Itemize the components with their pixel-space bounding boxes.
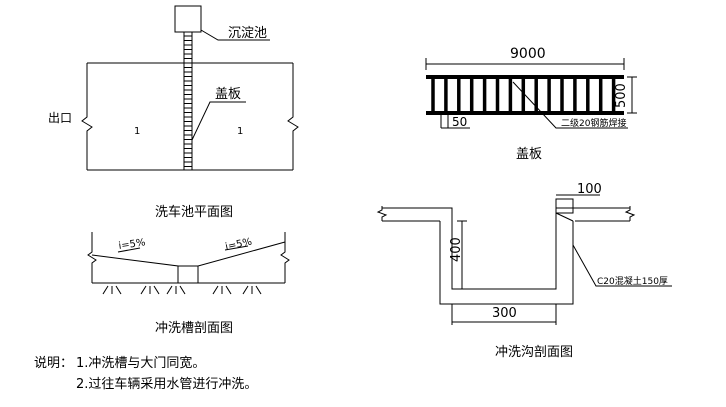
- ditch-cap: [555, 198, 574, 214]
- trough-section-view: i=5% i=5% 冲洗槽剖面图: [87, 232, 290, 336]
- trough-title: 冲洗槽剖面图: [155, 321, 233, 336]
- sediment-tank-leader: [200, 29, 270, 41]
- notes-prefix: 说明：: [34, 356, 73, 371]
- cover-height-dim: 500: [614, 83, 629, 108]
- trough-slope-right: i=5%: [224, 237, 253, 253]
- sediment-tank-label: 沉淀池: [228, 26, 267, 41]
- ditch-title: 冲洗沟剖面图: [495, 345, 573, 360]
- ditch-inner: [440, 207, 557, 290]
- cover-width-dim: 9000: [510, 46, 546, 62]
- cover-spacing-dim: 50: [452, 115, 467, 129]
- plan-outline: [81, 62, 299, 171]
- cover-title: 盖板: [516, 147, 542, 162]
- trough-soil-hatch: [102, 285, 262, 295]
- plan-ladder-channel: [183, 32, 193, 170]
- plan-view: 沉淀池 盖板 出口 1 1 洗车池平面图: [48, 5, 299, 220]
- notes: 说明： 1.冲洗槽与大门同宽。 2.过往车辆采用水管进行冲洗。: [34, 355, 257, 392]
- cover-leader: [191, 101, 246, 141]
- notes-line2: 2.过往车辆采用水管进行冲洗。: [76, 376, 257, 392]
- concrete-note: C20混凝土150厚: [597, 275, 668, 287]
- plan-cover-label: 盖板: [215, 87, 241, 102]
- rebar-note: 二级20钢筋焊接: [561, 117, 626, 129]
- plan-title: 洗车池平面图: [155, 204, 233, 220]
- ditch-width-dim: 300: [492, 306, 517, 321]
- cover-rungs: [431, 77, 616, 113]
- ditch-section-view: 100 400 300 C20混凝土150厚 冲洗沟剖面图: [376, 182, 672, 360]
- sediment-tank: [174, 5, 202, 33]
- trough-slope-left: i=5%: [118, 237, 146, 252]
- plan-slope-left: 1: [134, 126, 140, 137]
- outlet-label: 出口: [48, 111, 72, 125]
- ditch-outer: [439, 221, 574, 305]
- ditch-depth-dim: 400: [449, 237, 464, 262]
- trough-left-slope: [91, 254, 179, 283]
- notes-line1: 1.冲洗槽与大门同宽。: [76, 355, 205, 371]
- cover-plate-view: 9000 500 50 二级20钢筋焊接 盖板: [425, 46, 637, 162]
- plan-slope-right: 1: [237, 126, 243, 137]
- rebar-leader: [512, 81, 628, 129]
- ditch-top-dim: 100: [577, 182, 602, 197]
- concrete-leader: [572, 244, 672, 287]
